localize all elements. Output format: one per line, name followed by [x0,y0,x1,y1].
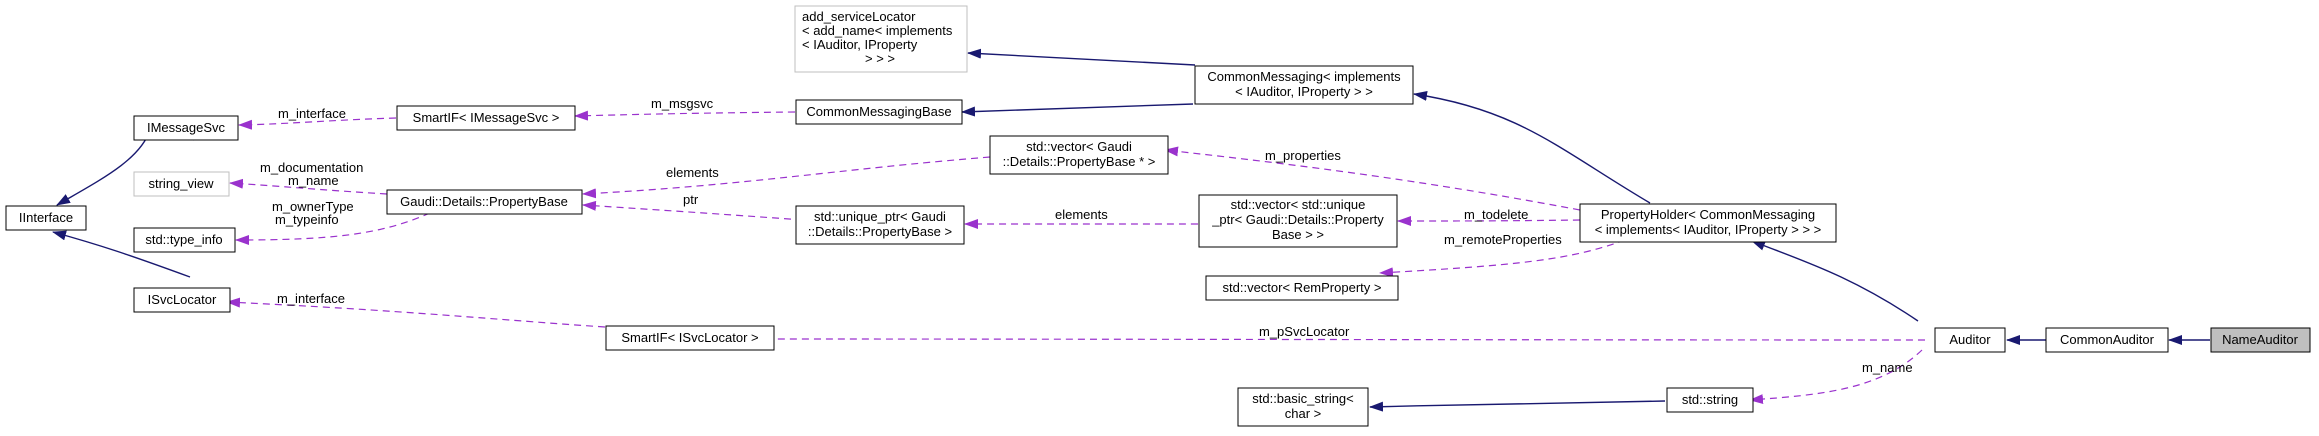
node-isvclocator[interactable]: ISvcLocator [133,287,231,313]
edge-label-elements-vec: elements [666,165,719,180]
edge-labels: m_interface m_msgsvc m_documentation m_n… [260,96,1913,375]
node-vector-propertybase-ptr[interactable]: std::vector< Gaudi ::Details::PropertyBa… [989,135,1169,175]
node-auditor-label: Auditor [1949,332,1991,347]
edge-propertyholder-to-commonmessaging [1413,91,1651,204]
edge-label-m-interface-msg: m_interface [278,106,346,121]
node-smartif-isvclocator[interactable]: SmartIF< ISvcLocator > [605,325,775,351]
node-commonmessaging-line-2: < IAuditor, IProperty > > [1235,84,1373,99]
edge-smartif-imessagesvc-usage [238,117,397,130]
node-vector-remproperty-label: std::vector< RemProperty > [1223,280,1382,295]
node-std-string-label: std::string [1682,392,1738,407]
node-vector-propertybase-ptr-line-1: std::vector< Gaudi [1026,139,1132,154]
edge-label-m-psvclocator: m_pSvcLocator [1259,324,1350,339]
edge-label-m-remoteproperties: m_remoteProperties [1444,232,1562,247]
edge-label-m-name-str: m_name [1862,360,1913,375]
node-basic-string-line-1: std::basic_string< [1252,391,1354,406]
edge-stdstring-to-basicstring [1369,400,1666,412]
node-commonmessagingbase[interactable]: CommonMessagingBase [795,99,963,125]
node-vector-unique-ptr-line-1: std::vector< std::unique [1231,197,1366,212]
node-basic-string-line-2: char > [1285,406,1322,421]
node-basic-string[interactable]: std::basic_string< char > [1237,387,1369,427]
node-commonmessaging-line-1: CommonMessaging< implements [1207,69,1401,84]
edge-commonmessagingbase-usage [574,110,796,121]
edge-smartif-isvclocator-usage [226,297,606,328]
edge-label-m-typeinfo: m_typeinfo [275,212,339,227]
edge-commonmessaging-to-commonmessagingbase [961,103,1194,117]
edge-auditor-to-smartif-isvclocator [754,334,1926,345]
node-vector-unique-ptr-line-3: Base > > [1272,227,1324,242]
edge-label-ptr: ptr [683,192,699,207]
node-type-info[interactable]: std::type_info [133,227,236,253]
node-commonmessaging[interactable]: CommonMessaging< implements < IAuditor, … [1194,65,1414,105]
node-type-info-label: std::type_info [145,232,222,247]
node-smartif-isvclocator-label: SmartIF< ISvcLocator > [621,330,758,345]
node-propertyholder-line-1: PropertyHolder< CommonMessaging [1601,207,1815,222]
node-add-servicelocator-line-4: > > > [865,51,895,66]
edge-label-m-documentation: m_documentation [260,160,363,175]
node-commonauditor[interactable]: CommonAuditor [2045,327,2169,353]
node-add-servicelocator-line-1: add_serviceLocator [802,9,916,24]
node-propertyholder-line-2: < implements< IAuditor, IProperty > > > [1595,222,1822,237]
node-isvclocator-label: ISvcLocator [148,292,217,307]
node-vector-propertybase-ptr-line-2: ::Details::PropertyBase * > [1003,154,1156,169]
node-vector-unique-ptr-line-2: _ptr< Gaudi::Details::Property [1211,212,1384,227]
edge-uniqueptr-to-propertybase [582,200,804,221]
node-nameauditor-label: NameAuditor [2222,332,2299,347]
edge-label-m-interface-svc: m_interface [277,291,345,306]
edge-commonmessaging-to-add-servicelocator [967,48,1196,66]
edge-label-m-name-sv: m_name [288,173,339,188]
node-nameauditor[interactable]: NameAuditor [2210,327,2311,353]
node-commonmessagingbase-label: CommonMessagingBase [806,104,951,119]
node-smartif-imessagesvc-label: SmartIF< IMessageSvc > [413,110,560,125]
node-add-servicelocator-line-2: < add_name< implements [802,23,953,38]
edge-label-elements-uniq: elements [1055,207,1108,222]
node-auditor[interactable]: Auditor [1934,327,2006,353]
edge-label-m-msgsvc: m_msgsvc [651,96,714,111]
node-imessagesvc[interactable]: IMessageSvc [133,115,239,141]
edge-auditor-to-propertyholder [1751,240,1919,322]
edge-auditor-to-stdstring [1749,349,1923,405]
node-unique-ptr-propertybase-line-1: std::unique_ptr< Gaudi [814,209,946,224]
node-add-servicelocator-line-3: < IAuditor, IProperty [802,37,918,52]
node-propertyholder[interactable]: PropertyHolder< CommonMessaging < implem… [1579,203,1837,243]
node-add-servicelocator[interactable]: add_serviceLocator < add_name< implement… [794,5,968,73]
node-vector-unique-ptr[interactable]: std::vector< std::unique _ptr< Gaudi::De… [1198,194,1398,248]
node-propertybase[interactable]: Gaudi::Details::PropertyBase [386,189,583,215]
edge-propertyholder-to-vector [1164,146,1581,211]
node-smartif-imessagesvc[interactable]: SmartIF< IMessageSvc > [396,105,576,131]
node-commonauditor-label: CommonAuditor [2060,332,2155,347]
edge-label-m-todelete: m_todelete [1464,207,1528,222]
nodes: add_serviceLocator < add_name< implement… [5,5,2311,427]
node-iinterface-label: IInterface [19,210,73,225]
node-imessagesvc-label: IMessageSvc [147,120,226,135]
edge-propertyholder-to-vector-uniqueptr [1397,215,1581,226]
edge-label-m-ownertype: m_ownerType [272,199,354,214]
edge-propertybase-to-stringview [229,178,388,195]
node-vector-remproperty[interactable]: std::vector< RemProperty > [1205,275,1399,301]
node-std-string[interactable]: std::string [1666,387,1754,413]
node-string-view[interactable]: string_view [133,171,230,197]
edge-isvclocator-to-iinterface [52,230,191,278]
node-string-view-label: string_view [148,176,214,191]
node-unique-ptr-propertybase[interactable]: std::unique_ptr< Gaudi ::Details::Proper… [795,205,965,245]
node-iinterface[interactable]: IInterface [5,205,87,231]
edges [52,48,2210,412]
node-propertybase-label: Gaudi::Details::PropertyBase [400,194,568,209]
edge-label-m-properties: m_properties [1265,148,1341,163]
edge-vector-to-propertybase [582,156,991,199]
node-unique-ptr-propertybase-line-2: ::Details::PropertyBase > [808,224,952,239]
